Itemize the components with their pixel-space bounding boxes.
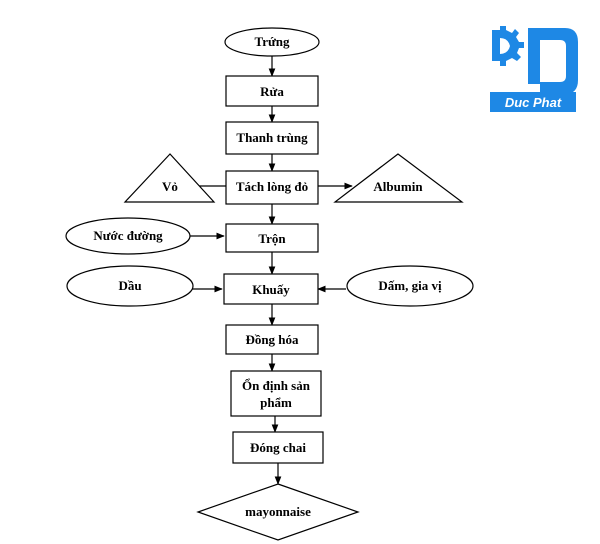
node-vo-label: Vỏ [162, 179, 178, 194]
node-on-dinh-san-pham: Ổn định sản phẩm [230, 370, 322, 417]
node-khuay: Khuấy [223, 273, 319, 305]
node-dong-hoa-label: Đồng hóa [245, 332, 299, 347]
node-tach-long-do-label: Tách lòng đỏ [236, 179, 308, 194]
node-dong-chai: Đóng chai [232, 431, 324, 464]
node-tron: Trộn [225, 223, 319, 253]
node-tron-label: Trộn [258, 231, 286, 246]
node-on-dinh-label-line2: phẩm [260, 395, 292, 410]
node-thanh-trung: Thanh trùng [225, 121, 319, 155]
duc-phat-logo: Duc Phat [490, 26, 578, 112]
edges [177, 56, 353, 485]
logo-text: Duc Phat [505, 95, 562, 110]
node-dam-gia-vi: Dấm, gia vị [346, 265, 474, 307]
node-rua: Rửa [225, 75, 319, 107]
node-nuoc-duong: Nước đường [65, 217, 191, 255]
node-dam-gia-vi-label: Dấm, gia vị [378, 278, 442, 293]
node-mayonnaise: mayonnaise [196, 483, 360, 541]
logo-p-shape [528, 28, 578, 94]
node-albumin-label: Albumin [373, 179, 423, 194]
node-dau: Dầu [66, 265, 194, 307]
node-trung-label: Trứng [254, 34, 290, 49]
node-nuoc-duong-label: Nước đường [93, 228, 163, 243]
node-albumin: Albumin [333, 153, 464, 203]
node-mayonnaise-label: mayonnaise [245, 504, 311, 519]
node-thanh-trung-label: Thanh trùng [236, 130, 308, 145]
node-khuay-label: Khuấy [252, 282, 290, 297]
logo-banner [490, 92, 576, 112]
gear-icon [492, 26, 524, 66]
node-on-dinh-label-line1: Ổn định sản [242, 378, 311, 393]
node-trung: Trứng [224, 27, 320, 57]
node-dong-hoa: Đồng hóa [225, 324, 319, 355]
node-dong-chai-label: Đóng chai [250, 440, 306, 455]
node-tach-long-do: Tách lòng đỏ [225, 170, 319, 205]
node-rua-label: Rửa [260, 84, 284, 99]
node-vo: Vỏ [123, 153, 216, 203]
node-dau-label: Dầu [118, 278, 141, 293]
